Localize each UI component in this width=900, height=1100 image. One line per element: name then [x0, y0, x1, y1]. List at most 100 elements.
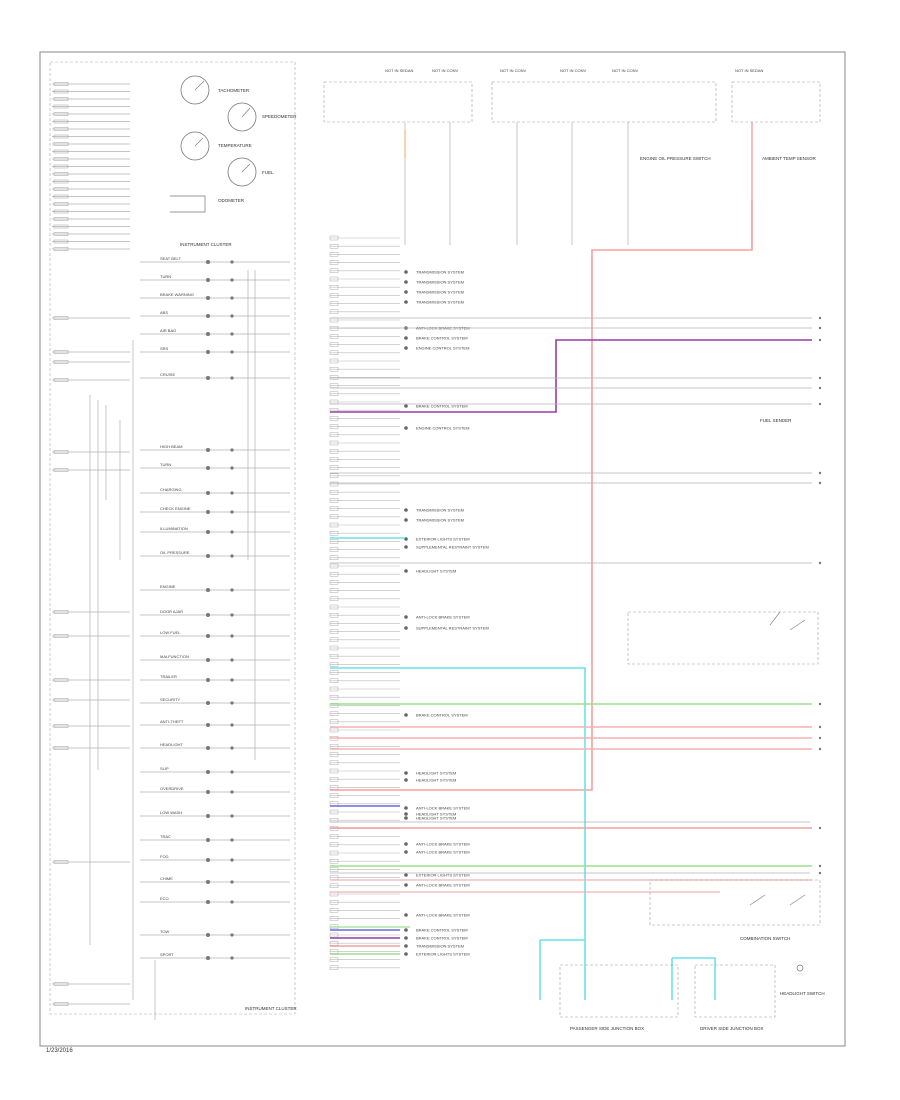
left-stub-pin [53, 97, 69, 101]
system-tag-label: HEADLIGHT SYSTEM [416, 569, 456, 574]
strip-pin [329, 473, 339, 478]
left-stub-pin [53, 224, 69, 229]
strip-pin [329, 539, 339, 544]
system-tag-bullet [404, 545, 408, 549]
strip-pin [329, 555, 339, 560]
system-tag-label: ANTI-LOCK BRAKE SYSTEM [416, 913, 470, 918]
left-stub-pin [53, 860, 69, 864]
indicator-label: ANTI-THEFT [160, 719, 184, 724]
diagram-frame [39, 51, 846, 1047]
strip-pin [329, 711, 339, 716]
strip-pin [329, 678, 339, 683]
system-tag-bullet [404, 806, 408, 810]
left-stub-pin [53, 982, 69, 986]
indicator-lamp [206, 723, 210, 727]
strip-pin [329, 629, 339, 634]
edge-terminal [818, 736, 822, 740]
indicator-label: CHECK ENGINE [160, 506, 191, 511]
left-stub-pin [53, 724, 69, 728]
system-tag-bullet [404, 270, 408, 274]
left-stub-pin [53, 127, 69, 131]
indicator-node [230, 278, 234, 282]
strip-pin [329, 957, 339, 962]
indicator-label: SPORT [160, 952, 174, 957]
indicator-label: HIGH BEAM [160, 444, 182, 449]
top-connector-label-6: NOT IN SEDAN [735, 68, 763, 73]
strip-pin [329, 465, 339, 470]
strip-pin [329, 457, 339, 462]
indicator-lamp [206, 448, 210, 452]
strip-pin [329, 350, 339, 355]
strip-pin [329, 547, 339, 552]
left-stub-pin [53, 450, 69, 454]
strip-pin [329, 965, 339, 970]
strip-pin [329, 383, 339, 388]
indicator-node [230, 314, 234, 318]
strip-pin [329, 883, 339, 888]
left-stub-pin [53, 247, 69, 251]
indicator-lamp [206, 510, 210, 514]
indicator-label: DOOR AJAR [160, 609, 183, 614]
indicator-label: OVERDRIVE [160, 786, 184, 791]
indicator-node [230, 376, 234, 380]
headlight-switch-label: HEADLIGHT SWITCH [780, 991, 825, 996]
system-tag-bullet [404, 404, 408, 408]
edge-terminal [818, 376, 822, 380]
system-tag-label: ANTI-LOCK BRAKE SYSTEM [416, 850, 470, 855]
indicator-label: TURN [160, 462, 171, 467]
strip-pin [329, 572, 339, 577]
indicator-lamp [206, 701, 210, 705]
driver-junction-label: DRIVER SIDE JUNCTION BOX [700, 1026, 764, 1031]
strip-pin [329, 252, 339, 257]
strip-pin [329, 309, 339, 314]
strip-pin [329, 719, 339, 724]
indicator-lamp [206, 900, 210, 904]
system-tag-label: ANTI-LOCK BRAKE SYSTEM [416, 615, 470, 620]
left-stub-pin [53, 350, 69, 354]
edge-terminal [818, 471, 822, 475]
left-stub-pin [53, 209, 69, 214]
edge-markers [818, 316, 822, 875]
indicator-lamp [206, 613, 210, 617]
sensor-upper-label: ENGINE OIL PRESSURE SWITCH [640, 156, 711, 161]
strip-pin [329, 588, 339, 593]
indicator-lamp [206, 350, 210, 354]
strip-pin [329, 285, 339, 290]
strip-pin [329, 490, 339, 495]
system-tag-bullet [404, 842, 408, 846]
left-stub-pin [53, 142, 69, 146]
top-connector-label-2: NOT IN CONV [432, 68, 458, 73]
strip-pin [329, 621, 339, 626]
system-tag-bullet [404, 850, 408, 854]
indicator-node [230, 448, 234, 452]
indicator-node [230, 770, 234, 774]
strip-pin [329, 941, 339, 946]
system-tag-bullet [404, 816, 408, 820]
indicator-node [230, 588, 234, 592]
left-stub-pin [53, 187, 69, 191]
indicator-lamp [206, 678, 210, 682]
system-tag-bullet [404, 518, 408, 522]
edge-terminal [818, 316, 822, 320]
system-tag-label: TRANSMISSION SYSTEM [416, 280, 464, 285]
left-stub-pin [53, 82, 69, 86]
edge-terminal [818, 871, 822, 875]
indicator-lamp [206, 814, 210, 818]
indicator-node [230, 933, 234, 937]
system-tag-bullet [404, 569, 408, 573]
system-tag-label: BRAKE CONTROL SYSTEM [416, 928, 468, 933]
strip-pin [329, 842, 339, 847]
system-tag-label: EXTERIOR LIGHTS SYSTEM [416, 537, 470, 542]
indicator-lamp [206, 790, 210, 794]
edge-terminal [818, 561, 822, 565]
strip-pin [329, 481, 339, 487]
left-stub-pin [53, 678, 69, 682]
strip-pin [329, 613, 339, 618]
indicator-node [230, 634, 234, 638]
strip-pin [329, 375, 339, 380]
system-tag-bullet [404, 873, 408, 877]
strip-pin [329, 670, 339, 675]
indicator-label: ENGINE [160, 584, 176, 589]
indicator-label: SECURITY [160, 697, 181, 702]
edge-terminal [818, 864, 822, 868]
